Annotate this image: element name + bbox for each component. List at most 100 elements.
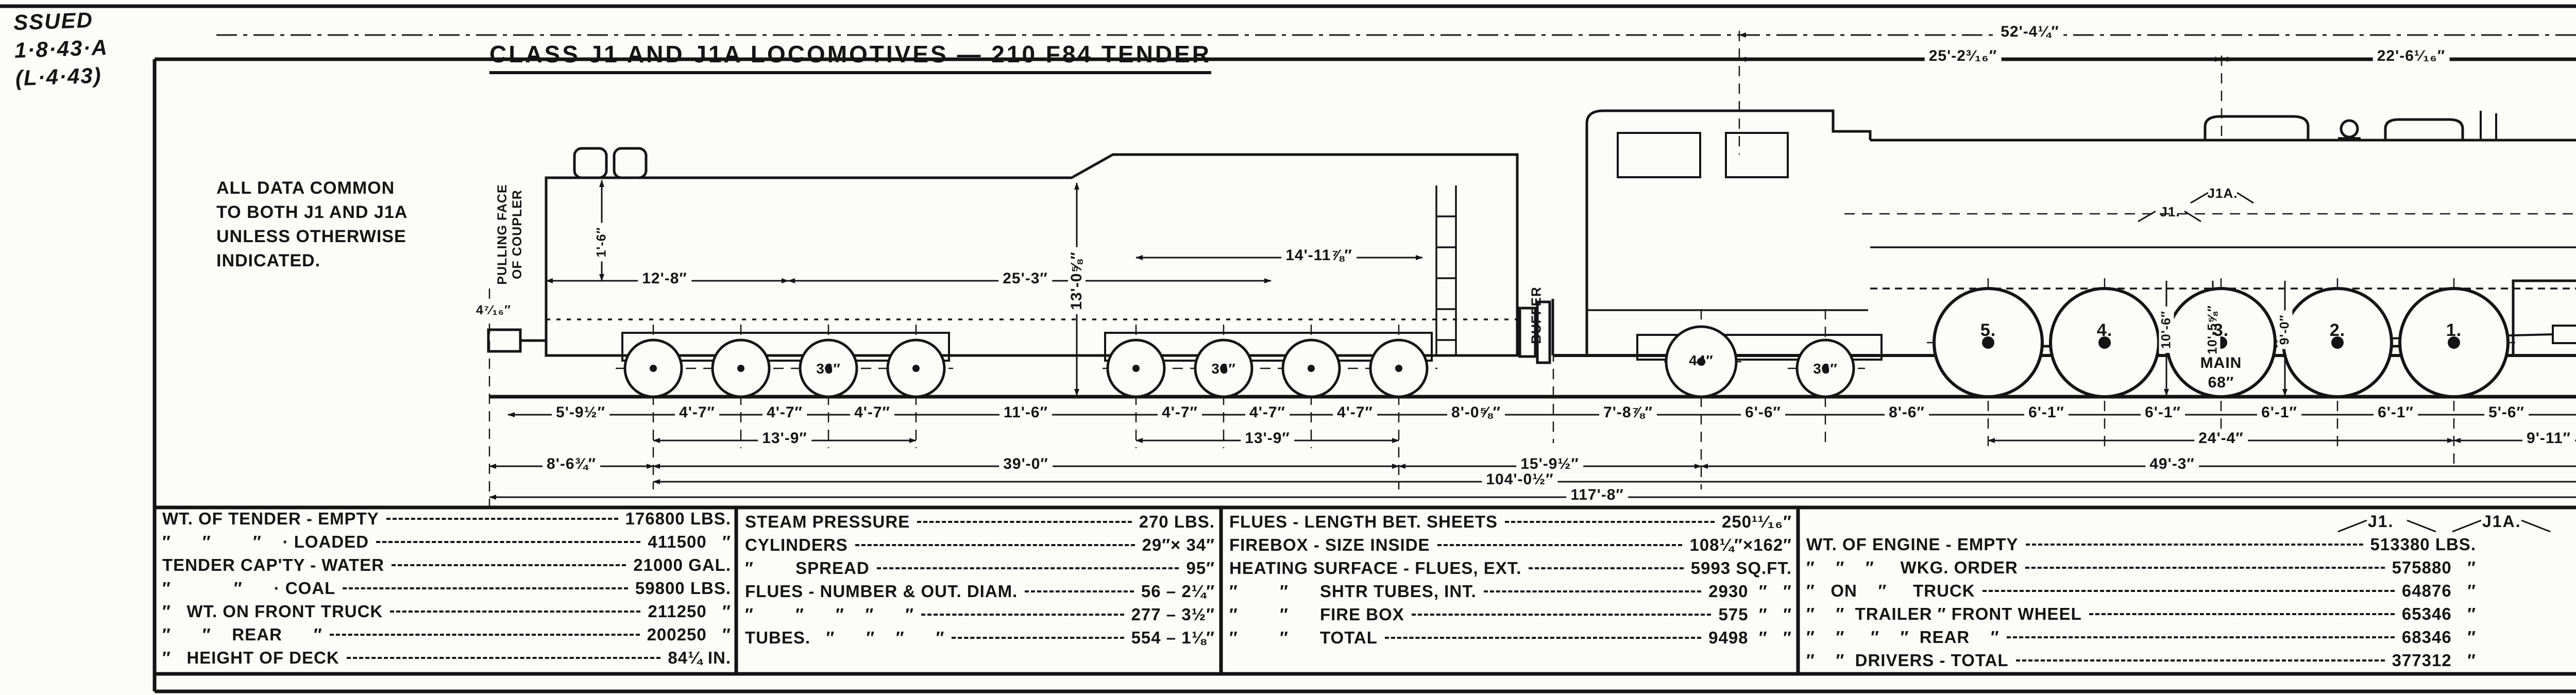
dim-chain1-5: 4'-7″ [1158, 404, 1202, 421]
leader-line [1384, 637, 1702, 639]
dim-chain1-9: 7'-8⅞″ [1599, 404, 1657, 421]
spec-label: TUBES. ″ ″ ″ ″ [745, 628, 945, 647]
class-j1a-leader: J1A. [2207, 185, 2238, 201]
leader-line [2089, 613, 2395, 615]
spec-label: FIREBOX - SIZE INSIDE [1229, 535, 1430, 554]
spec-value: 411500 ″ [648, 532, 731, 551]
spec-label: ″ ″ ″ ″ REAR ″ [1806, 628, 1999, 647]
dim-chain3-2: 15'-9½″ [1516, 455, 1583, 473]
spec-value: 513380 LBS. [2370, 535, 2476, 554]
spec-label: ″ ON ″ TRUCK [1806, 581, 1975, 600]
dim-chain3-1: 39'-0″ [999, 455, 1053, 473]
spec-value: 29″× 34″ [1142, 535, 1215, 554]
spec-value: 575 ″ ″ [1718, 605, 1792, 624]
wheel-size-trailer-rear: 44″ [1689, 352, 1714, 368]
dim-chain1-16: 5'-6″ [2484, 404, 2529, 421]
spec-value: 65346 ″ [2401, 604, 2476, 623]
spec-label: ″ HEIGHT OF DECK [162, 648, 340, 667]
issued-note: SSUED 1·8·43·A (L·4·43) [13, 7, 109, 91]
spec-value: 84¼ IN. [668, 648, 731, 667]
tender-spec-row: ″ WT. ON FRONT TRUCK 211250 ″ [162, 602, 731, 625]
leader-line [2025, 567, 2385, 569]
spec-label: WT. OF TENDER - EMPTY [162, 509, 379, 528]
spec-label: ″ SPREAD [745, 558, 870, 578]
spec-value: 21000 GAL. [633, 555, 731, 574]
spec-value: 59800 LBS. [635, 579, 731, 598]
spec-value: 211250 ″ [648, 602, 731, 621]
tender-spec-row: ″ HEIGHT OF DECK 84¼ IN. [162, 648, 731, 671]
dim-chain2-2: 24'-4″ [2194, 430, 2248, 447]
dim-chain1-6: 4'-7″ [1245, 404, 1290, 421]
wheel-size-trailer-front: 36″ [1813, 361, 1838, 377]
spec-label: ″ ″ SHTR TUBES, INT. [1229, 582, 1477, 601]
pulling-face-rear-label: PULLING FACE OF COUPLER [495, 184, 524, 285]
spec-value: 250¹¹⁄₁₆″ [1722, 512, 1792, 531]
boiler-spec-row: FLUES - NUMBER & OUT. DIAM.56 – 2¼″ [745, 582, 1215, 605]
spec-label: ″ ″ DRIVERS - TOTAL [1806, 651, 2009, 670]
tender-spec-row: ″ ″ ″ · LOADED 411500 ″ [162, 532, 731, 555]
spec-label: ″ ″ ″ WKG. ORDER [1806, 558, 2018, 577]
spec-label: FLUES - NUMBER & OUT. DIAM. [745, 582, 1018, 601]
dim-chain1-2: 4'-7″ [762, 404, 807, 421]
tender-spec-row: ″ ″ REAR ″200250 ″ [162, 625, 731, 648]
leader-line [2015, 659, 2385, 662]
dim-chain1-0: 5'-9½″ [552, 404, 609, 421]
engine-weights-j1a-header: J1A. [2482, 512, 2521, 531]
leader-line [2006, 636, 2395, 638]
main-driver-label: MAIN [2200, 354, 2242, 371]
dim-top-mid: 22'-6¹⁄₁₆″ [2372, 47, 2450, 65]
leader-line [343, 587, 628, 589]
spec-value: 64876 ″ [2401, 581, 2476, 600]
spec-value: 9498 ″ ″ [1708, 628, 1792, 647]
spec-label: FLUES - LENGTH BET. SHEETS [1229, 512, 1498, 531]
spec-value: 5993 SQ.FT. [1690, 558, 1792, 578]
dim-tender-rear-height: 1'-6″ [594, 223, 609, 262]
dim-tender-12-8: 12'-8″ [638, 270, 691, 287]
leader-line [1483, 590, 1702, 592]
dim-chain1-11: 8'-6″ [1885, 404, 1929, 421]
surface-spec-row: ″ ″ SHTR TUBES, INT.2930 ″ ″ [1229, 582, 1792, 605]
buffer-label: BUFFER [1528, 286, 1544, 344]
dim-chain1-4: 11'-6″ [999, 404, 1052, 421]
dim-chain1-12: 6'-1″ [2024, 404, 2069, 421]
page-title: CLASS J1 AND J1A LOCOMOTIVES — 210 F84 T… [489, 40, 1211, 74]
spec-label: ″ ″ ″ · LOADED [162, 532, 369, 551]
dim-chain2-0: 13'-9″ [758, 430, 811, 447]
wheel-size-tender-truck2: 36″ [1211, 361, 1236, 377]
spec-label: ″ WT. ON FRONT TRUCK [162, 602, 383, 621]
dim-chain2-3: 9'-11″ [2522, 430, 2575, 447]
leader-line [921, 614, 1124, 616]
spec-value: 108¼″×162″ [1689, 535, 1792, 554]
surface-spec-row: FLUES - LENGTH BET. SHEETS 250¹¹⁄₁₆″ [1229, 512, 1792, 535]
dimension-lines [216, 32, 2576, 533]
table-surface-data: FLUES - LENGTH BET. SHEETS 250¹¹⁄₁₆″ FIREB… [1229, 512, 1792, 651]
spec-label: ″ ″ ″ ″ ″ [745, 605, 914, 624]
main-driver-size: 68″ [2208, 374, 2234, 391]
spec-label: ″ ″ TRAILER ″ FRONT WHEEL [1806, 604, 2082, 623]
dim-chain1-7: 4'-7″ [1333, 404, 1377, 421]
dim-chain1-3: 4'-7″ [850, 404, 894, 421]
spec-label: ″ ″ · COAL [162, 579, 336, 598]
spec-label: TENDER CAP'TY - WATER [162, 555, 384, 574]
leader-line [952, 637, 1124, 639]
leader-line [391, 564, 626, 566]
wheel-size-tender-truck1: 36″ [816, 361, 841, 377]
leader-line [390, 611, 641, 613]
spec-label: HEATING SURFACE - FLUES, EXT. [1229, 558, 1522, 578]
tender-spec-row: TENDER CAP'TY - WATER 21000 GAL. [162, 555, 731, 579]
data-common-note: ALL DATA COMMON TO BOTH J1 AND J1A UNLES… [216, 178, 408, 270]
spec-label: ″ ″ FIRE BOX [1229, 605, 1404, 624]
engine-spec-row: ″ ″ ″ ″ REAR ″68346 ″ [1806, 628, 2476, 651]
leader-line [876, 567, 1179, 569]
leader-line [346, 657, 661, 659]
leader-line [386, 518, 618, 520]
tender-spec-row: ″ ″ · COAL 59800 LBS. [162, 579, 731, 602]
spec-value: 377312 ″ [2392, 651, 2476, 670]
boiler-spec-row: ″ ″ ″ ″ ″277 – 3½″ [745, 605, 1215, 628]
leader-line [2025, 544, 2363, 546]
